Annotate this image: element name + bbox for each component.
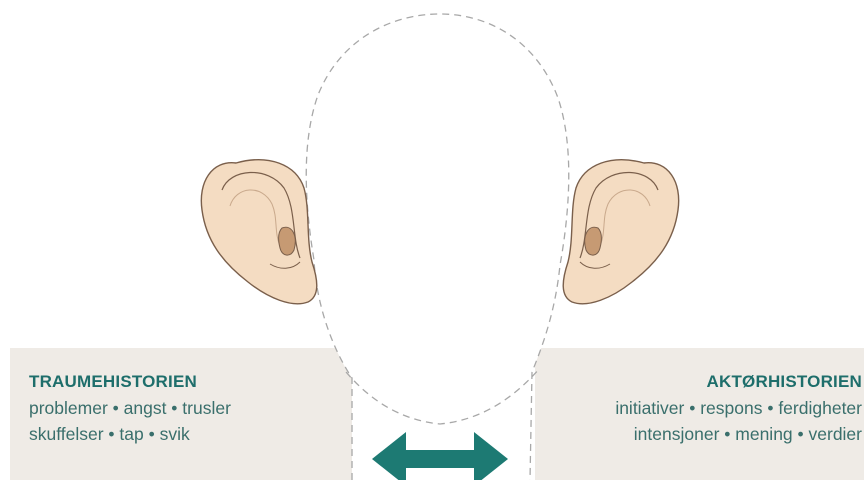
- ear-icon: [201, 160, 316, 304]
- ear-icon: [563, 160, 678, 304]
- head-outline: [306, 14, 569, 480]
